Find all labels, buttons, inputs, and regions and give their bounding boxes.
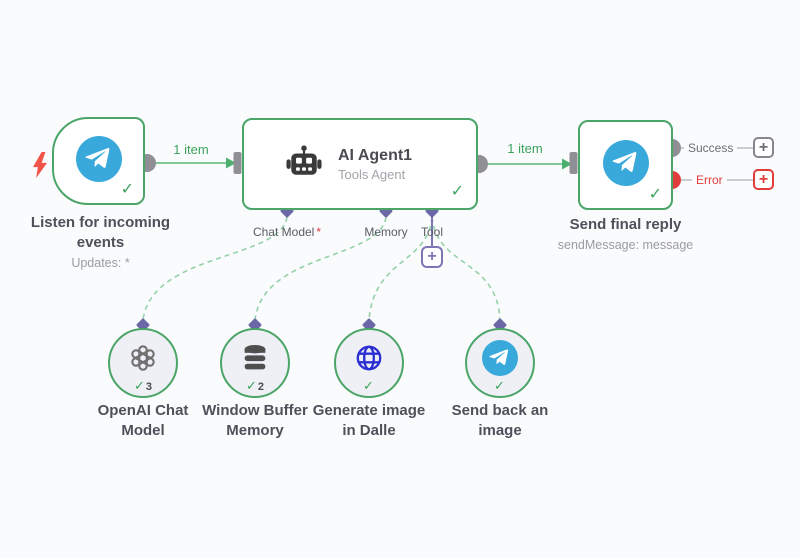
run-count: 3 [145,381,153,393]
tool-connector-label: Tool [420,225,443,239]
agent-text-block: AI Agent1 Tools Agent [338,146,412,182]
node-window-buffer-memory[interactable]: ✓2 [220,328,290,398]
run-count: 2 [257,381,265,393]
node-listen-incoming-events[interactable]: ✓ [52,117,145,205]
success-check-with-count: ✓ [336,379,402,393]
success-check-icon: ✓ [120,181,134,198]
node-generate-image-dalle[interactable]: ✓ [334,328,404,398]
connection-tool-to-dalle[interactable] [368,216,433,321]
required-asterisk: * [316,225,322,239]
success-check-icon: ✓ [450,183,464,200]
add-success-node-button[interactable]: + [753,137,774,158]
trigger-node-title: Listen for incoming events [30,214,171,251]
connection-tool-to-sendback[interactable] [431,216,501,321]
trigger-node-sublabel: Updates: * [71,256,130,270]
agent-subtitle: Tools Agent [338,167,406,183]
connection-arrowhead [562,158,572,170]
add-error-node-button[interactable]: + [753,169,774,190]
chat-model-connector-label: Chat Model* [227,225,347,239]
openai-node-label: OpenAI Chat Model [97,402,189,439]
buffer-node-label: Window Buffer Memory [202,402,308,439]
trigger-node-label: Listen for incoming events Updates: * [18,213,183,271]
telegram-icon [482,339,518,381]
database-icon [241,344,269,377]
check-icon: ✓ [363,378,374,393]
send-node-title: Send final reply [569,216,682,233]
globe-icon [353,342,385,379]
openai-icon [127,342,159,379]
robot-icon [284,144,324,184]
check-icon: ✓ [245,378,257,393]
connection-chatmodel-to-openai[interactable] [142,216,288,321]
chat-model-label-text: Chat Model [252,225,315,239]
connection-arrowhead [226,157,236,169]
connection-item-count: 1 item [173,142,209,157]
connection-item-count: 1 item [507,141,543,156]
agent-title: AI Agent1 [338,146,413,164]
memory-connector-label: Memory [364,225,408,239]
error-output-label: Error [692,173,727,187]
node-ai-agent[interactable]: AI Agent1 Tools Agent ✓ [242,118,478,210]
telegram-icon [602,139,649,191]
sendback-node-label: Send back an image [451,402,549,439]
success-check-with-count: ✓3 [110,379,176,393]
send-input-port[interactable] [569,152,578,174]
success-check-with-count: ✓2 [222,379,288,393]
node-openai-chat-model[interactable]: ✓3 [108,328,178,398]
telegram-icon [75,135,122,187]
success-output-label: Success [684,141,738,155]
dalle-node-label: Generate image in Dalle [312,402,426,439]
check-icon: ✓ [494,378,505,393]
lightning-bolt-icon [32,152,48,178]
add-tool-button[interactable]: + [421,246,443,268]
send-node-label: Send final reply sendMessage: message [543,215,708,253]
success-check-icon: ✓ [648,186,662,203]
agent-input-port[interactable] [233,152,242,174]
check-icon: ✓ [133,378,145,393]
success-check-with-count: ✓ [467,379,533,393]
send-node-sublabel: sendMessage: message [557,238,694,252]
node-send-final-reply[interactable]: ✓ [578,120,673,210]
node-send-back-image[interactable]: ✓ [465,328,535,398]
